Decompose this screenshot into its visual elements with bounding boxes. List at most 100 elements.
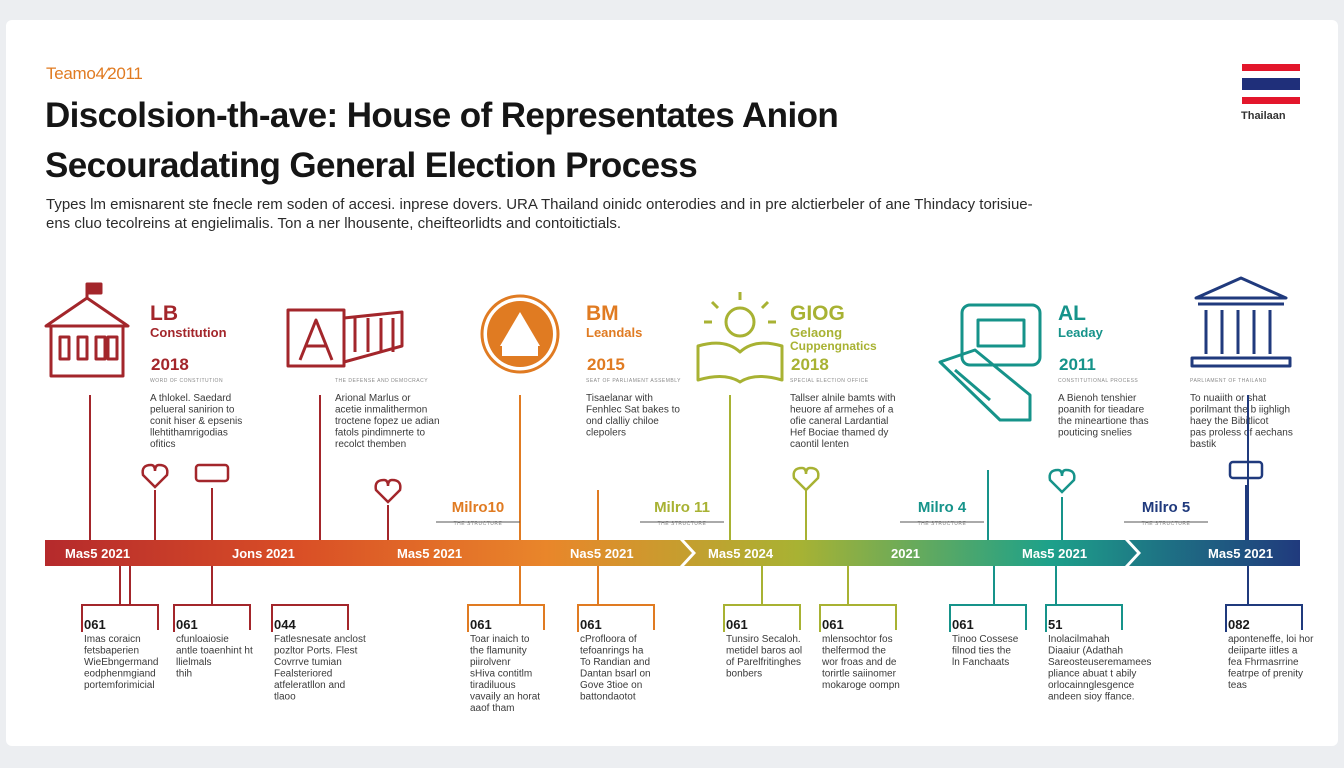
- tag-icon: [194, 463, 230, 483]
- card-line: eodphenmgiand: [84, 669, 156, 680]
- bar-date-label: Mas5 2021: [397, 546, 462, 561]
- milestone-desc-line: clepolers: [586, 428, 626, 439]
- marker-label: Milro 4: [918, 499, 967, 516]
- milestone-desc-line: ond clalliy chiloe: [586, 416, 659, 427]
- card-line: aaof tham: [470, 703, 514, 714]
- milestone-6: PARLIAMENT OF THAILAND To nuaiith or shat…: [1190, 378, 1293, 450]
- heart-icon: [1048, 468, 1076, 494]
- milestone-desc-line: ofitics: [150, 439, 176, 450]
- milestone-desc-line: llehtithamrigodias: [150, 428, 228, 439]
- milestone-year: 2011: [1059, 355, 1096, 374]
- page-title-line2: Secouradating General Election Process: [45, 146, 698, 185]
- milestone-desc-line: pelueral sanirion to: [150, 405, 235, 416]
- milestone-tagline: SEAT OF PARLIAMENT ASSEMBLY: [586, 378, 681, 384]
- card-line: mlensochtor fos: [822, 634, 893, 645]
- card-line: mokaroge oompn: [822, 680, 900, 691]
- card-code: 061: [84, 617, 106, 632]
- milestone-year: 2018: [151, 355, 189, 374]
- card-line: tefoanrings ha: [580, 646, 644, 657]
- card-bracket: [81, 604, 159, 632]
- card-bracket: [1225, 604, 1303, 632]
- letter-box: [286, 308, 346, 368]
- tag-icon: [1228, 460, 1264, 480]
- pillared-building-icon: [1190, 276, 1292, 368]
- card-line: Fealsteriored: [274, 669, 332, 680]
- flag-stripe: [1242, 97, 1300, 104]
- card-line: Fatlesnesate anclost: [274, 634, 366, 645]
- card-line: piirolvenr: [470, 657, 511, 668]
- flag-stripe: [1242, 71, 1300, 78]
- ballot-letter-icon: [286, 308, 404, 368]
- card-line: Sareosteuseremamees: [1048, 657, 1151, 668]
- card-code: 061: [952, 617, 974, 632]
- card-line: Inolacilmahah: [1048, 634, 1110, 645]
- building-icon: [44, 282, 130, 378]
- card-line: sHiva contitlm: [470, 669, 532, 680]
- window: [94, 335, 107, 361]
- milestone-desc-line: the mineartione thas: [1058, 416, 1149, 427]
- milestone-desc-line: porilmant the b iighligh: [1190, 405, 1290, 416]
- card-line: tiradiluous: [470, 680, 516, 691]
- card-line: andeen sioy ffance.: [1048, 692, 1135, 703]
- milestone-desc-line: To nuaiith or shat: [1190, 393, 1266, 404]
- milestone-tagline: WORD OF CONSTITUTION: [150, 378, 223, 384]
- card-bracket: [949, 604, 1027, 632]
- finger: [954, 368, 991, 402]
- seal-ring: [480, 294, 560, 374]
- card-line: antle toaenhint ht: [176, 646, 253, 657]
- card-line: filnod ties the: [952, 646, 1011, 657]
- bar-arrow-divider: [680, 540, 696, 566]
- card-line: atfeleratllon and: [274, 680, 345, 691]
- lamp-ray: [710, 300, 720, 310]
- subtitle-line2: ens cluo tecolreins at engielimalis. Ton…: [46, 215, 622, 232]
- hand: [938, 348, 1032, 422]
- roof: [44, 296, 130, 328]
- card-line: Tunsiro Secaloh.: [726, 634, 801, 645]
- window: [106, 335, 119, 361]
- book: [696, 341, 784, 384]
- milestone-code: GIOG: [790, 302, 845, 325]
- card-line: Imas coraicn: [84, 634, 141, 645]
- flag-label: Thailaan: [1241, 110, 1286, 122]
- ballot-sheet: [343, 310, 404, 364]
- marker-label: Milro10: [452, 499, 505, 516]
- card-line: tlaoo: [274, 692, 296, 703]
- card-line: cfunloaiosie: [176, 634, 229, 645]
- heart-icon: [141, 463, 169, 489]
- milestone-desc-line: Tisaelanar with: [586, 393, 653, 404]
- card-line: Gove 3tioe on: [580, 680, 642, 691]
- milestone-desc-line: troctene fopez ue adian: [335, 416, 440, 427]
- brand-label: Teamo4⁄2011: [46, 64, 143, 83]
- ballot-slot: [976, 318, 1026, 348]
- card-line: the flamunity: [470, 646, 527, 657]
- milestone-desc-line: ofie caneral Lardantial: [790, 416, 888, 427]
- parliament-seal-icon: [480, 294, 560, 374]
- milestone-desc-line: Fenhlec Sat bakes to: [586, 405, 680, 416]
- milestone-tagline: PARLIAMENT OF THAILAND: [1190, 378, 1267, 384]
- card-line: fea Fhrmasrrine: [1228, 657, 1299, 668]
- bar-date-label: Mas5 2021: [1208, 546, 1273, 561]
- bar-date-label: Jons 2021: [232, 546, 295, 561]
- card-line: of Parelfritinghes: [726, 657, 801, 668]
- milestone-desc-line: pouticing snelies: [1058, 428, 1132, 439]
- lamp: [724, 306, 756, 338]
- milestone-code: LB: [150, 302, 178, 325]
- bar-date-label: Mas5 2021: [65, 546, 130, 561]
- milestone-desc-line: recolct themben: [335, 439, 406, 450]
- seal-roof: [500, 312, 540, 346]
- card-line: teas: [1228, 680, 1247, 691]
- flag: [85, 282, 103, 295]
- card-line: fetsbaperien: [84, 646, 139, 657]
- milestone-title: Constitution: [150, 325, 227, 340]
- thailand-flag-icon: [1242, 64, 1300, 104]
- milestone-code: AL: [1058, 302, 1086, 325]
